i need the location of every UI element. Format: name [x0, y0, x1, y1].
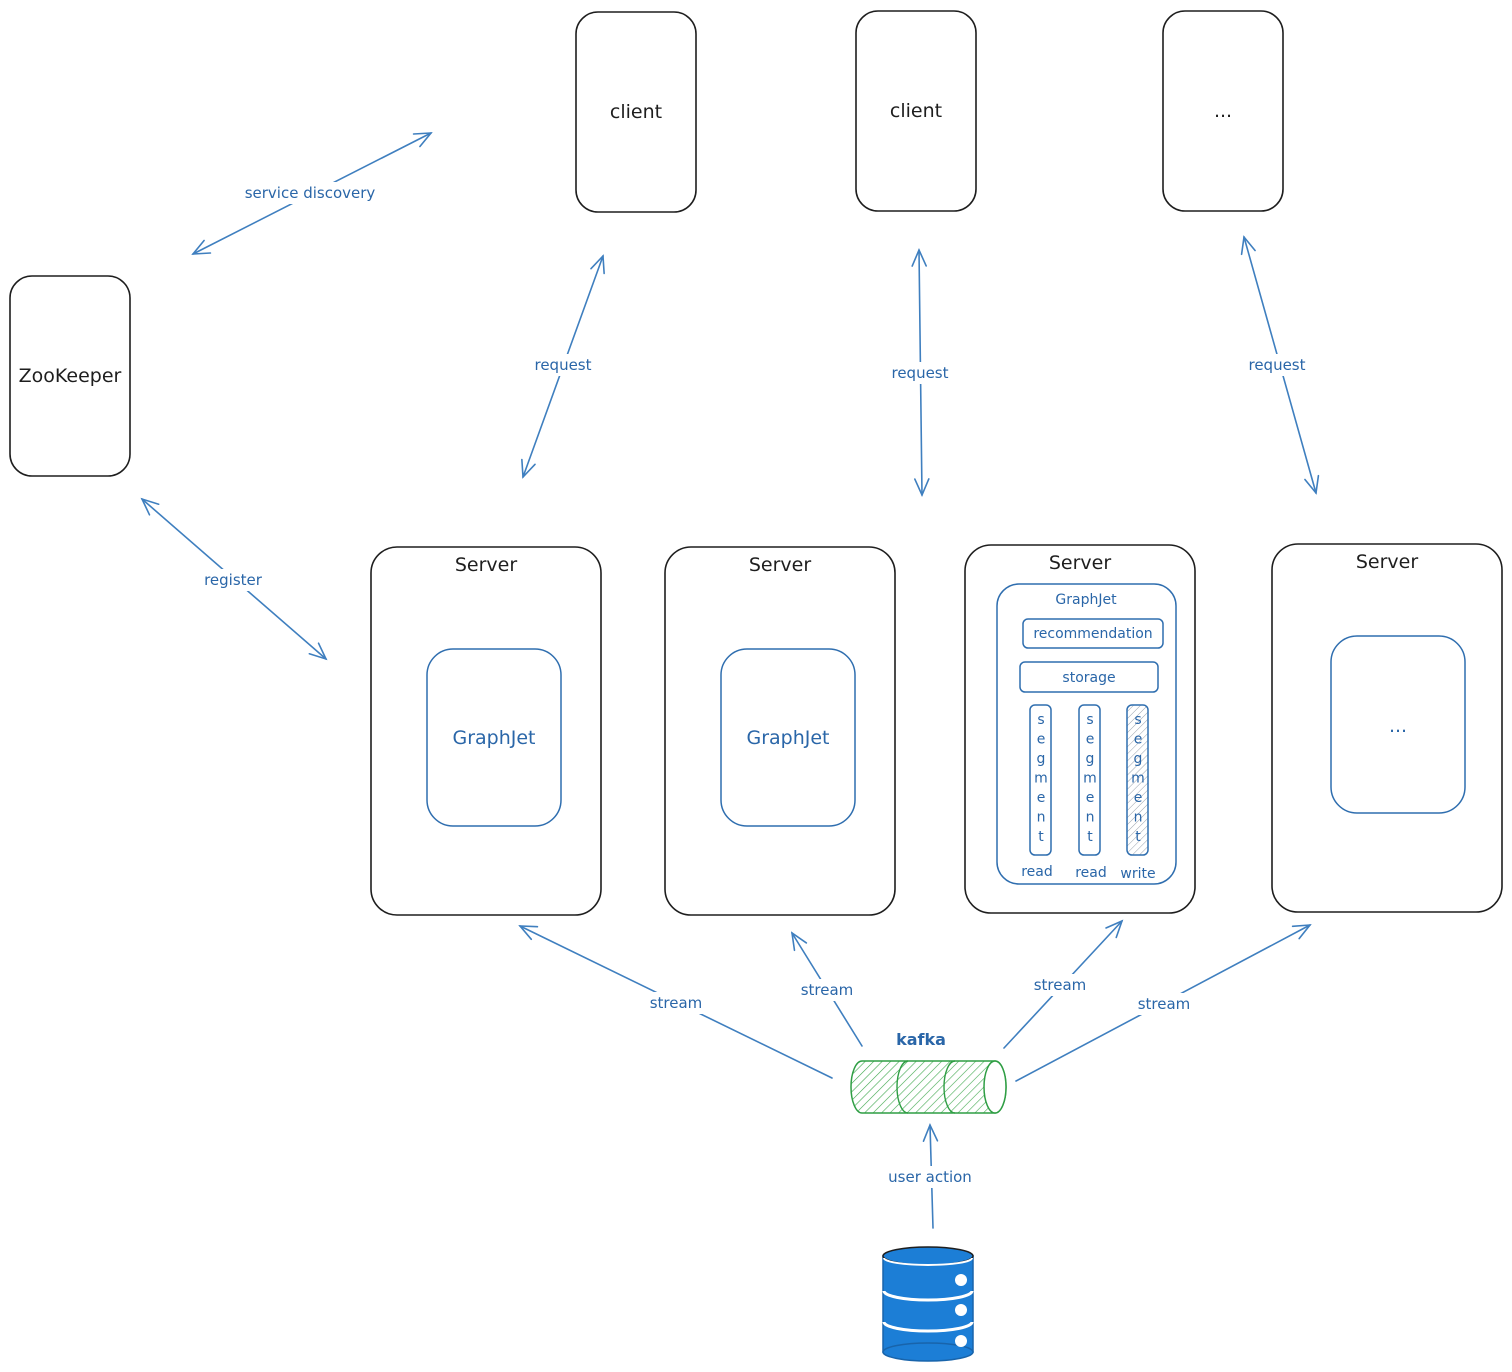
- segment-box-3: [1126, 704, 1149, 856]
- client-label-3: ...: [1214, 100, 1232, 122]
- request-label-3: request: [1248, 356, 1305, 374]
- recommendation-box: [1022, 618, 1164, 649]
- service-discovery-label: service discovery: [245, 184, 376, 202]
- graphjet-detail-title: GraphJet: [1055, 592, 1117, 608]
- register-label: register: [204, 571, 263, 589]
- database-icon: [882, 1246, 974, 1362]
- stream-label-4: stream: [1138, 995, 1191, 1013]
- segment-caption-2: read: [1075, 865, 1107, 881]
- kafka-label: kafka: [896, 1030, 946, 1049]
- server-label-2: Server: [749, 554, 811, 576]
- stream-label-1: stream: [650, 994, 703, 1012]
- storage-label: storage: [1062, 670, 1115, 686]
- stream-label-2: stream: [801, 981, 854, 999]
- zookeeper-node: ZooKeeper: [9, 275, 131, 477]
- graphjet-box-2: [720, 648, 856, 827]
- server-label-1: Server: [455, 554, 517, 576]
- server-label-4: Server: [1356, 551, 1418, 573]
- storage-box: [1019, 661, 1159, 693]
- recommendation-label: recommendation: [1033, 626, 1152, 642]
- segment-box-1: [1029, 704, 1052, 856]
- graphjet-box-1: [426, 648, 562, 827]
- client-node-2: client: [855, 10, 977, 212]
- client-label-1: client: [610, 101, 662, 123]
- client-label-2: client: [890, 100, 942, 122]
- segment-caption-3: write: [1120, 866, 1155, 882]
- user-action-label: user action: [888, 1168, 972, 1186]
- request-label-1: request: [534, 356, 591, 374]
- ellipsis-label: ...: [1389, 715, 1407, 737]
- segment-caption-1: read: [1021, 864, 1053, 880]
- request-label-2: request: [891, 364, 948, 382]
- segment-box-2: [1078, 704, 1101, 856]
- stream-label-3: stream: [1034, 976, 1087, 994]
- client-node-1: client: [575, 11, 697, 213]
- server-node-1: Server GraphJet: [370, 546, 602, 916]
- graphjet-detail-box: [996, 583, 1177, 885]
- server-node-3: Server GraphJet recommendation storage s…: [964, 544, 1196, 914]
- server-label-3: Server: [1049, 552, 1111, 574]
- graphjet-label-2: GraphJet: [746, 727, 829, 749]
- graphjet-label-1: GraphJet: [452, 727, 535, 749]
- zookeeper-label: ZooKeeper: [19, 365, 122, 387]
- ellipsis-box: [1330, 635, 1466, 814]
- kafka-node: kafka: [850, 1030, 1007, 1114]
- client-node-3: ...: [1162, 10, 1284, 212]
- server-node-4: Server ...: [1271, 543, 1503, 913]
- server-node-2: Server GraphJet: [664, 546, 896, 916]
